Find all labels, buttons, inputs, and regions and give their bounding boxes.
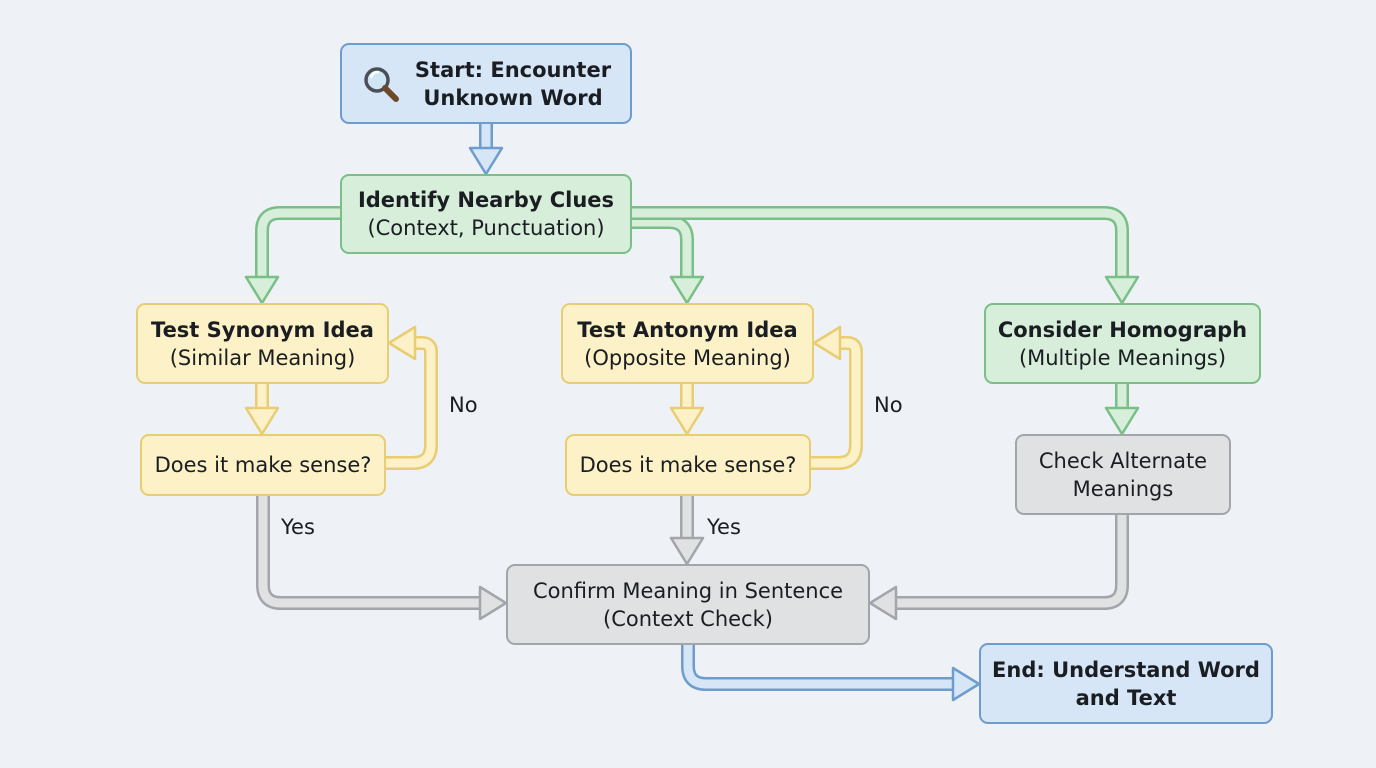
check-alternate-node: Check Alternate Meanings (1015, 434, 1231, 515)
arrow-synonym-to-sense (244, 384, 280, 436)
consider-homograph-line2: (Multiple Meanings) (1018, 345, 1227, 370)
no-label-antonym: No (874, 393, 903, 417)
check-alternate-line2: Meanings (1072, 476, 1174, 501)
check-alternate-line1: Check Alternate (1038, 448, 1208, 473)
consider-homograph-line1: Consider Homograph (997, 317, 1248, 342)
confirm-meaning-line2: (Context Check) (603, 606, 773, 631)
yes-label-antonym: Yes (707, 515, 741, 539)
identify-clues-node: Identify Nearby Clues (Context, Punctuat… (340, 174, 632, 254)
arrow-sense-yes-synonym (256, 496, 508, 621)
arrow-sense-yes-antonym (669, 496, 705, 566)
no-label-synonym: No (449, 393, 478, 417)
test-synonym-line1: Test Synonym Idea (151, 317, 374, 342)
start-node: Start: Encounter Unknown Word (340, 43, 632, 124)
end-node: End: Understand Word and Text (979, 643, 1273, 724)
magnifier-icon (364, 66, 399, 102)
arrow-homograph-to-alternate (1104, 384, 1140, 436)
arrow-confirm-to-end (681, 645, 981, 702)
confirm-meaning-node: Confirm Meaning in Sentence (Context Che… (506, 564, 870, 645)
identify-clues-line1: Identify Nearby Clues (357, 188, 615, 212)
arrow-sense-no-loop-antonym (811, 325, 863, 470)
identify-clues-line2: (Context, Punctuation) (367, 216, 605, 240)
test-synonym-node: Test Synonym Idea (Similar Meaning) (136, 303, 389, 384)
test-antonym-line1: Test Antonym Idea (577, 317, 798, 342)
makes-sense-antonym-label: Does it make sense? (579, 453, 797, 477)
arrow-start-to-identify (468, 124, 504, 176)
end-node-line1: End: Understand Word (992, 657, 1260, 682)
arrow-sense-no-loop-synonym (386, 325, 438, 470)
confirm-meaning-line1: Confirm Meaning in Sentence (532, 578, 844, 603)
makes-sense-antonym-node: Does it make sense? (565, 434, 811, 496)
end-node-line2: and Text (1075, 685, 1177, 710)
start-node-line1: Start: Encounter (414, 57, 612, 82)
arrow-identify-to-antonym (632, 215, 705, 305)
consider-homograph-node: Consider Homograph (Multiple Meanings) (984, 303, 1261, 384)
test-synonym-line2: (Similar Meaning) (169, 345, 356, 370)
arrow-identify-to-synonym (244, 206, 340, 305)
yes-label-synonym: Yes (281, 515, 315, 539)
start-node-line2: Unknown Word (423, 85, 603, 110)
makes-sense-synonym-node: Does it make sense? (140, 434, 386, 496)
makes-sense-synonym-label: Does it make sense? (154, 453, 372, 477)
test-antonym-node: Test Antonym Idea (Opposite Meaning) (561, 303, 814, 384)
test-antonym-line2: (Opposite Meaning) (584, 345, 791, 370)
arrow-alternate-to-confirm (868, 515, 1129, 621)
arrow-identify-to-homograph (632, 206, 1140, 305)
arrow-antonym-to-sense (669, 384, 705, 436)
